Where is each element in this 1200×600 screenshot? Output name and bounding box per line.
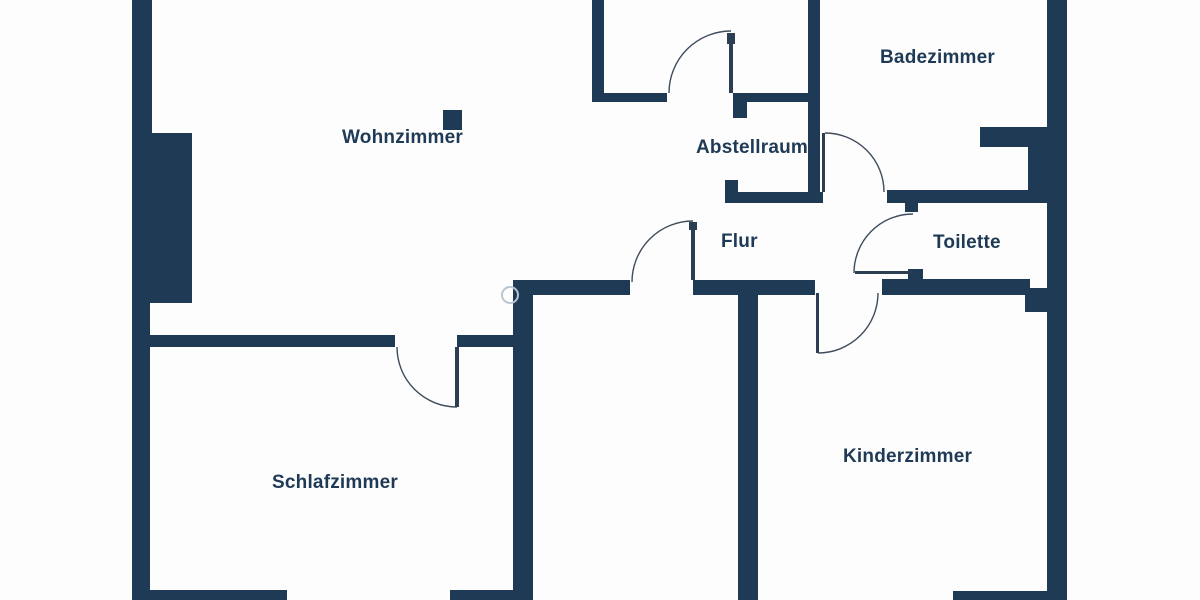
room-label-toilette: Toilette xyxy=(933,232,1001,253)
wall xyxy=(953,591,1047,600)
wall xyxy=(808,0,820,203)
door-arc xyxy=(853,213,914,274)
wall xyxy=(725,192,823,203)
watermark-icon xyxy=(501,286,519,304)
room-label-abstellraum: Abstellraum xyxy=(696,137,809,158)
door-leaf xyxy=(816,293,819,353)
door-arc xyxy=(817,292,879,354)
wall xyxy=(592,0,604,100)
door-leaf-tick xyxy=(727,33,735,44)
wall xyxy=(513,280,533,600)
wall xyxy=(132,590,287,600)
walls xyxy=(132,0,1067,600)
door-leaf-tick xyxy=(689,222,697,230)
wall xyxy=(905,203,918,212)
room-label-kinderzimmer: Kinderzimmer xyxy=(843,446,973,467)
wall xyxy=(693,280,815,295)
wall xyxy=(733,102,747,118)
room-label-flur: Flur xyxy=(721,231,758,252)
wall xyxy=(733,93,818,102)
door-arc xyxy=(824,132,885,193)
wall xyxy=(1025,288,1047,312)
door-arcs xyxy=(396,30,914,408)
door-leaf xyxy=(855,271,913,274)
wall xyxy=(457,335,533,347)
wall xyxy=(725,180,738,192)
wall xyxy=(132,335,395,347)
room-label-schlafzimmer: Schlafzimmer xyxy=(272,472,398,493)
door-arc xyxy=(396,346,458,408)
wall xyxy=(132,303,150,600)
door-leaf xyxy=(729,33,733,93)
wall xyxy=(1047,0,1067,600)
door-arc xyxy=(631,220,694,283)
door-leaf xyxy=(691,222,695,280)
wall xyxy=(908,269,923,280)
wall xyxy=(132,0,152,135)
wall xyxy=(887,190,1047,203)
wall xyxy=(738,290,758,600)
wall xyxy=(1028,147,1047,192)
room-label-wohnzimmer: Wohnzimmer xyxy=(342,127,463,148)
door-leaves xyxy=(455,33,913,407)
room-label-badezimmer: Badezimmer xyxy=(880,47,995,68)
wall xyxy=(132,133,192,303)
wall xyxy=(592,93,667,102)
door-leaf xyxy=(455,347,459,407)
door-leaf xyxy=(822,133,825,192)
wall xyxy=(450,590,533,600)
wall xyxy=(882,279,1030,295)
shaft-symbol xyxy=(443,110,462,130)
wall xyxy=(513,280,630,295)
wall xyxy=(980,127,1047,147)
door-arc xyxy=(668,30,732,94)
